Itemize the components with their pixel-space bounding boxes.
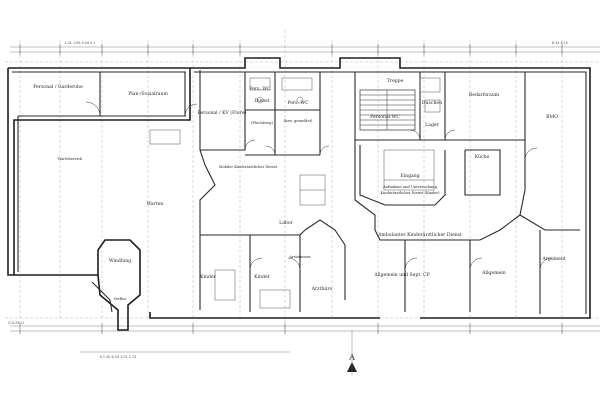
label-allgemein: Allgemein und Sept. CP [373, 272, 429, 278]
label-bmo: BMO [546, 114, 558, 120]
dim-label-bottom: 9.1.50 6.43 1.01 2.70 [100, 355, 137, 359]
label-personal-garderobe: Personal / Garderobe [33, 84, 83, 90]
label-argument: Argument [541, 256, 565, 262]
label-bedarfsraum: Bedarfsraum [469, 92, 500, 98]
label-eingang: Eingang [400, 173, 419, 179]
label-fluchtweg: (Fluchtweg) [251, 121, 274, 125]
label-personal-wc-3: Personal WC [370, 114, 400, 120]
label-labor: Labor [279, 220, 293, 226]
windfang-walls [91, 239, 141, 331]
label-treppe: Treppe [387, 78, 404, 84]
label-lager: Lager [425, 122, 439, 128]
label-windfang: Windfang [109, 258, 131, 264]
dim-label-top-left: 1.01 1.65 0.04 0.1 [64, 41, 95, 45]
label-arztbuero: Arztbüro [311, 286, 333, 292]
staircase [359, 89, 416, 131]
label-personal-kv: Personal / KV (Flure) [198, 109, 247, 116]
label-dusche: Duschen [422, 100, 442, 106]
label-pers-wc-2: Pers. WC [287, 100, 309, 106]
corner-label: Q.G.P.E.D [8, 321, 24, 325]
label-warten: Warten [147, 201, 164, 207]
label-wartebereich: Wartebereich [58, 157, 83, 161]
label-allgemein-2: Allgemein [481, 270, 505, 276]
label-fluchtweg-2: (bzw. gemeldet) [284, 119, 314, 123]
section-marker: A [347, 330, 357, 375]
label-kinder: Kinder [200, 274, 217, 280]
label-kuche: Küche [475, 154, 490, 160]
label-plan-sozialraum: Plan-/Sozialraum [128, 91, 168, 97]
exterior-walls [7, 57, 591, 319]
label-personal-wc: Pers. WC [249, 86, 271, 92]
room-labels: Personal / Garderobe Plan-/Sozialraum Pe… [33, 78, 566, 301]
door-swings [85, 101, 553, 271]
dim-label-top-right: 6.34 4.10 [552, 41, 568, 45]
section-marker-label: A [348, 353, 355, 362]
fixtures [149, 77, 441, 309]
label-kinder-kommunikation: Mobiler Kinderärztlicher Dienst [219, 165, 278, 169]
bottom-dimension-line: 9.1.50 6.43 1.01 2.70 Q.G.P.E.D [8, 321, 600, 359]
label-arztzimmer: Arztzimmer [288, 255, 311, 259]
label-dienst: Dienst [254, 98, 269, 104]
label-kinder-2: Kinder [254, 274, 271, 280]
top-dimension-line: 1.01 1.65 0.04 0.1 6.34 4.10 [10, 41, 600, 55]
label-ambulanz: Ambulanter Kinderärztlicher Dienst [377, 232, 462, 238]
label-vorflur: Vorflur [113, 297, 127, 301]
label-aufnahme-note: Aufnahme und Untersuchung [382, 185, 438, 189]
central-hall-walls [199, 145, 580, 314]
label-aufnahme-note-2: Kinderärztlicher Dienst (Kinder) [380, 191, 440, 195]
